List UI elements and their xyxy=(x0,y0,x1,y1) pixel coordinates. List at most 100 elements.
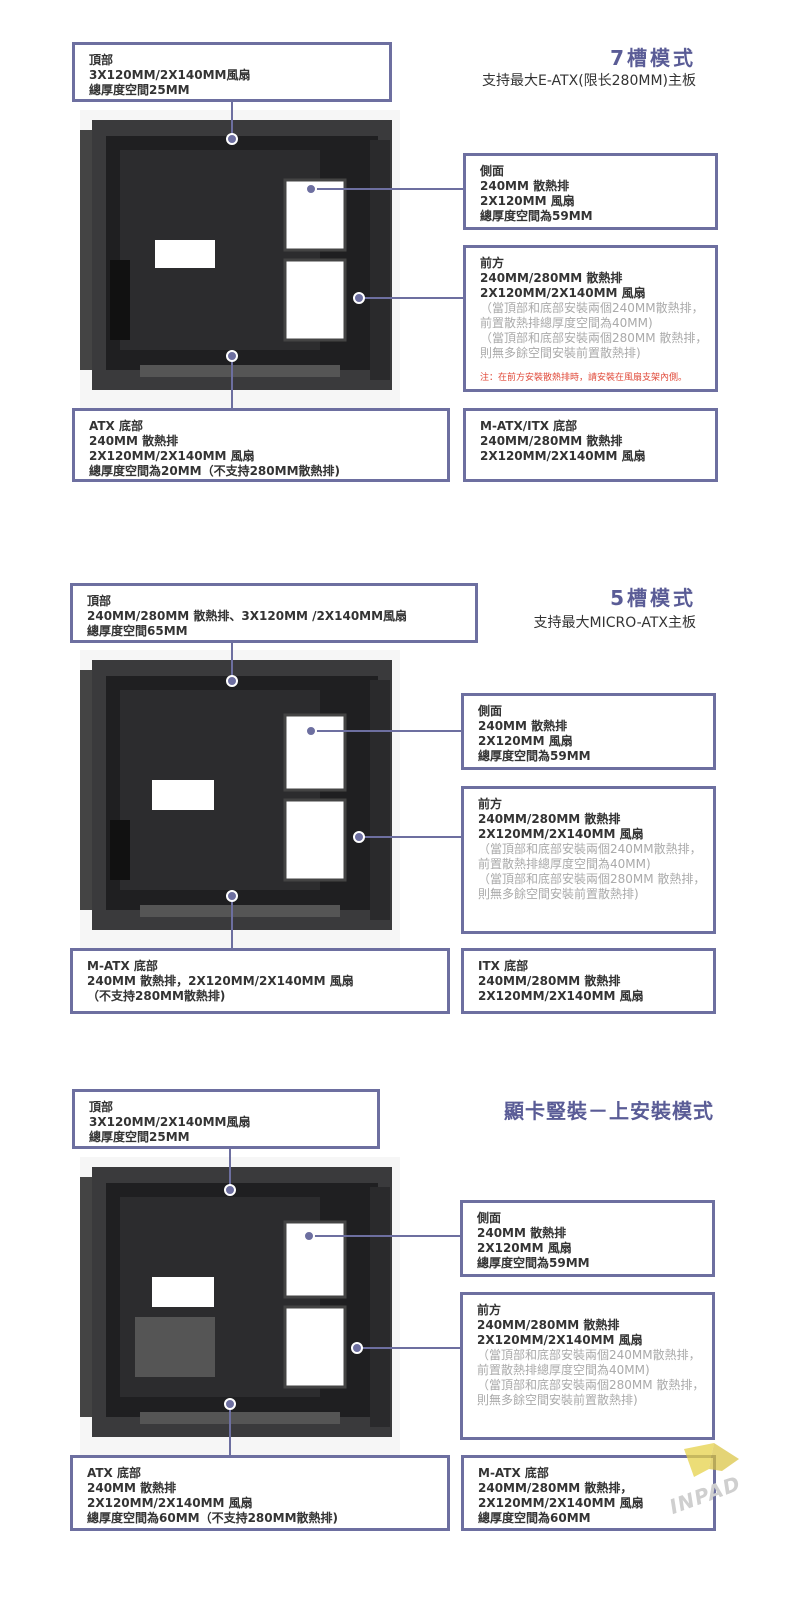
connector-top xyxy=(229,1149,231,1191)
front-spec-box: 前方 240MM/280MM 散熱排 2X120MM/2X140MM 風扇 （當… xyxy=(463,245,718,392)
top-spec-box: 頂部 3X120MM/2X140MM風扇 總厚度空間25MM xyxy=(72,42,392,102)
spec-line: 240MM/280MM 散熱排、3X120MM /2X140MM風扇 xyxy=(87,609,408,623)
top-spec-box: 頂部 3X120MM/2X140MM風扇 總厚度空間25MM xyxy=(72,1089,380,1149)
section-5-slot: 5槽模式 支持最大MICRO-ATX主板 頂部 240MM/280MM 散熱排、… xyxy=(0,540,800,1040)
spec-line: 2X120MM/2X140MM 風扇 xyxy=(477,1333,643,1347)
spec-line: 240MM/280MM 散熱排， xyxy=(478,1481,633,1495)
spec-line: 240MM/280MM 散熱排 xyxy=(477,1318,620,1332)
spec-line: 前方 xyxy=(478,797,503,811)
mode-subtitle: 支持最大MICRO-ATX主板 xyxy=(533,615,697,631)
spec-line: 總厚度空間為59MM xyxy=(480,209,593,223)
connector-front xyxy=(360,836,464,838)
side-spec-box: 側面 240MM 散熱排 2X120MM 風扇 總厚度空間為59MM xyxy=(460,1200,715,1277)
spec-line: 2X120MM/2X140MM 風扇 xyxy=(480,449,646,463)
connector-bottom xyxy=(231,355,233,410)
spec-line: 3X120MM/2X140MM風扇 xyxy=(89,1115,251,1129)
bottom-left-spec-box: ATX 底部 240MM 散熱排 2X120MM/2X140MM 風扇 總厚度空… xyxy=(70,1455,450,1531)
spec-line: 總厚度空間為59MM xyxy=(478,749,591,763)
bottom-left-spec-box: M-ATX 底部 240MM 散熱排，2X120MM/2X140MM 風扇 （不… xyxy=(70,948,450,1014)
connector-front xyxy=(360,297,466,299)
spec-note: 前置散熱排總厚度空間為40MM) xyxy=(480,316,653,330)
spec-line: 2X120MM 風扇 xyxy=(478,734,573,748)
connector-side xyxy=(312,188,466,190)
spec-line: 側面 xyxy=(480,164,505,178)
connector-dot-bottom xyxy=(224,1398,236,1410)
spec-line: 總厚度空間25MM xyxy=(89,1130,190,1144)
spec-line: 2X120MM/2X140MM 風扇 xyxy=(478,989,644,1003)
bottom-left-spec-box: ATX 底部 240MM 散熱排 2X120MM/2X140MM 風扇 總厚度空… xyxy=(72,408,450,482)
connector-dot-front xyxy=(353,292,365,304)
spec-warning: 注：在前方安裝散熱排時，請安裝在風扇支架內側。 xyxy=(480,373,688,383)
spec-line: ATX 底部 xyxy=(87,1466,141,1480)
connector-dot-side xyxy=(303,1230,315,1242)
connector-dot-bottom xyxy=(226,350,238,362)
pc-case-illustration xyxy=(80,110,400,410)
spec-line: 2X120MM 風扇 xyxy=(480,194,575,208)
top-spec-box: 頂部 240MM/280MM 散熱排、3X120MM /2X140MM風扇 總厚… xyxy=(70,583,478,643)
connector-dot-top xyxy=(224,1184,236,1196)
connector-dot-bottom xyxy=(226,890,238,902)
spec-line: 3X120MM/2X140MM風扇 xyxy=(89,68,251,82)
spec-line: 240MM/280MM 散熱排 xyxy=(480,271,623,285)
pc-case-illustration xyxy=(80,1157,400,1457)
bottom-right-spec-box: ITX 底部 240MM/280MM 散熱排 2X120MM/2X140MM 風… xyxy=(461,948,716,1014)
spec-line: 240MM 散熱排 xyxy=(480,179,570,193)
spec-line: 240MM 散熱排 xyxy=(89,434,179,448)
inpad-logo xyxy=(664,1441,764,1521)
connector-top xyxy=(231,642,233,682)
mode-title: 7槽模式 xyxy=(610,46,696,70)
spec-line: 總厚度空間65MM xyxy=(87,624,188,638)
spec-line: 2X120MM/2X140MM 風扇 xyxy=(478,827,644,841)
spec-line: ITX 底部 xyxy=(478,959,529,973)
mode-title: 顯卡豎裝－上安裝模式 xyxy=(504,1099,714,1123)
spec-note: （當頂部和底部安裝兩個280MM 散熱排， xyxy=(477,1378,705,1392)
spec-line: 總厚度空間為60MM（不支持280MM散熱排) xyxy=(87,1511,338,1525)
spec-line: 頂部 xyxy=(87,594,112,608)
spec-line: 240MM 散熱排 xyxy=(87,1481,177,1495)
spec-line: 總厚度空間為60MM xyxy=(478,1511,591,1525)
spec-line: 頂部 xyxy=(89,53,114,67)
connector-side xyxy=(310,1235,462,1237)
spec-line: 側面 xyxy=(478,704,503,718)
spec-line: 2X120MM/2X140MM 風扇 xyxy=(89,449,255,463)
spec-line: 頂部 xyxy=(89,1100,114,1114)
connector-dot-front xyxy=(351,1342,363,1354)
spec-line: 前方 xyxy=(480,256,505,270)
spec-line: 2X120MM/2X140MM 風扇 xyxy=(87,1496,253,1510)
spec-note: （當頂部和底部安裝兩個240MM散熱排， xyxy=(477,1348,701,1362)
spec-line: 240MM/280MM 散熱排 xyxy=(478,974,621,988)
side-spec-box: 側面 240MM 散熱排 2X120MM 風扇 總厚度空間為59MM xyxy=(463,153,718,230)
spec-line: M-ATX 底部 xyxy=(87,959,158,973)
connector-bottom xyxy=(231,895,233,950)
connector-dot-side xyxy=(305,725,317,737)
spec-line: 240MM/280MM 散熱排 xyxy=(478,812,621,826)
spec-line: M-ATX 底部 xyxy=(478,1466,549,1480)
spec-line: 2X120MM 風扇 xyxy=(477,1241,572,1255)
spec-line: ATX 底部 xyxy=(89,419,143,433)
spec-line: 側面 xyxy=(477,1211,502,1225)
spec-line: 2X120MM/2X140MM 風扇 xyxy=(478,1496,644,1510)
connector-dot-top xyxy=(226,133,238,145)
connector-dot-side xyxy=(305,183,317,195)
section-7-slot: 7槽模式 支持最大E-ATX(限长280MM)主板 頂部 3X120MM/2X1… xyxy=(0,0,800,500)
spec-line: （不支持280MM散熱排) xyxy=(87,989,226,1003)
spec-note: 前置散熱排總厚度空間為40MM) xyxy=(477,1363,650,1377)
spec-note: （當頂部和底部安裝兩個280MM 散熱排， xyxy=(480,331,708,345)
pc-case-illustration xyxy=(80,650,400,950)
spec-note: 前置散熱排總厚度空間為40MM) xyxy=(478,857,651,871)
spec-note: （當頂部和底部安裝兩個240MM散熱排， xyxy=(480,301,704,315)
spec-line: 240MM 散熱排 xyxy=(477,1226,567,1240)
side-spec-box: 側面 240MM 散熱排 2X120MM 風扇 總厚度空間為59MM xyxy=(461,693,716,770)
connector-bottom xyxy=(229,1403,231,1457)
spec-line: M-ATX/ITX 底部 xyxy=(480,419,578,433)
mode-subtitle: 支持最大E-ATX(限长280MM)主板 xyxy=(481,73,696,89)
connector-top xyxy=(231,100,233,140)
connector-dot-front xyxy=(353,831,365,843)
spec-note: 則無多餘空間安裝前置散熱排) xyxy=(480,346,641,360)
spec-line: 240MM/280MM 散熱排 xyxy=(480,434,623,448)
mode-title: 5槽模式 xyxy=(610,586,696,610)
spec-note: （當頂部和底部安裝兩個280MM 散熱排， xyxy=(478,872,706,886)
spec-line: 總厚度空間為20MM（不支持280MM散熱排) xyxy=(89,464,340,478)
connector-front xyxy=(358,1347,462,1349)
spec-line: 總厚度空間25MM xyxy=(89,83,190,97)
